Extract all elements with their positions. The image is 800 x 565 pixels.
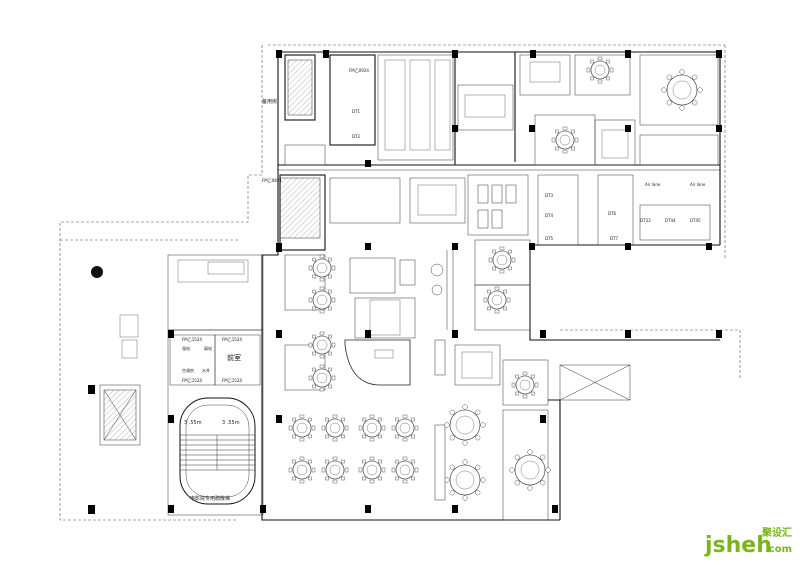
label-dt5: DT5 [545,236,554,241]
label-dt45: DT45 [690,218,701,223]
label-water-well: 水井 [202,367,210,373]
label-front-room: 前室 [227,353,241,362]
label-elec-room: 强电 [182,345,190,351]
watermark-suffix: .com [765,544,792,555]
stair-treads [180,434,255,471]
columns [88,50,722,514]
label-fm-3: FM乙1524 [182,377,202,383]
watermark-brand: jsheh [704,533,772,558]
label-dt7: DT7 [610,236,619,241]
label-service-room: 备用房 [262,98,277,105]
label-fm-2: FM乙1524 [222,336,242,342]
label-fm-left: FM乙0821 [262,177,282,183]
dining-tables [288,56,703,501]
label-weak-room: 弱电 [204,345,212,351]
label-dt3: DT3 [545,193,554,198]
bar-area [284,250,501,501]
label-dt6: DT6 [608,211,617,216]
label-ac-room: 空调房 [182,367,194,373]
label-cinema-stair: 电影院专用疏散梯 [190,495,230,502]
label-fm-kitchen: FM乙0924 [349,67,369,73]
label-dt1: DT1 [352,109,361,114]
room-labels: 备用房 DT1 DT2 FM乙0924 FM乙0821 DT3 DT4 DT5 … [182,67,706,502]
label-dt2: DT2 [352,134,361,139]
label-air-lane-1: Air lane [645,182,661,187]
label-dim-right: 3 .55m [222,420,240,426]
left-wing [91,254,264,516]
kitchen-block [279,54,529,251]
label-fm-1: FM乙1524 [182,336,202,342]
exterior-walls [261,51,721,521]
label-air-lane-2: Air lane [690,182,706,187]
label-dim-left: 3 .55m [184,420,202,426]
private-rooms-right [474,239,631,521]
outer-boundary [59,44,741,521]
label-dt33: DT33 [640,218,651,223]
label-dt44: DT44 [665,218,676,223]
label-fm-4: FM乙1524 [222,377,242,383]
label-dt4: DT4 [545,213,554,218]
vip-rooms [519,54,719,246]
watermark-cn: 聚设汇 [761,526,792,539]
watermark-logo: jsheh 聚设汇 .com [704,526,792,558]
